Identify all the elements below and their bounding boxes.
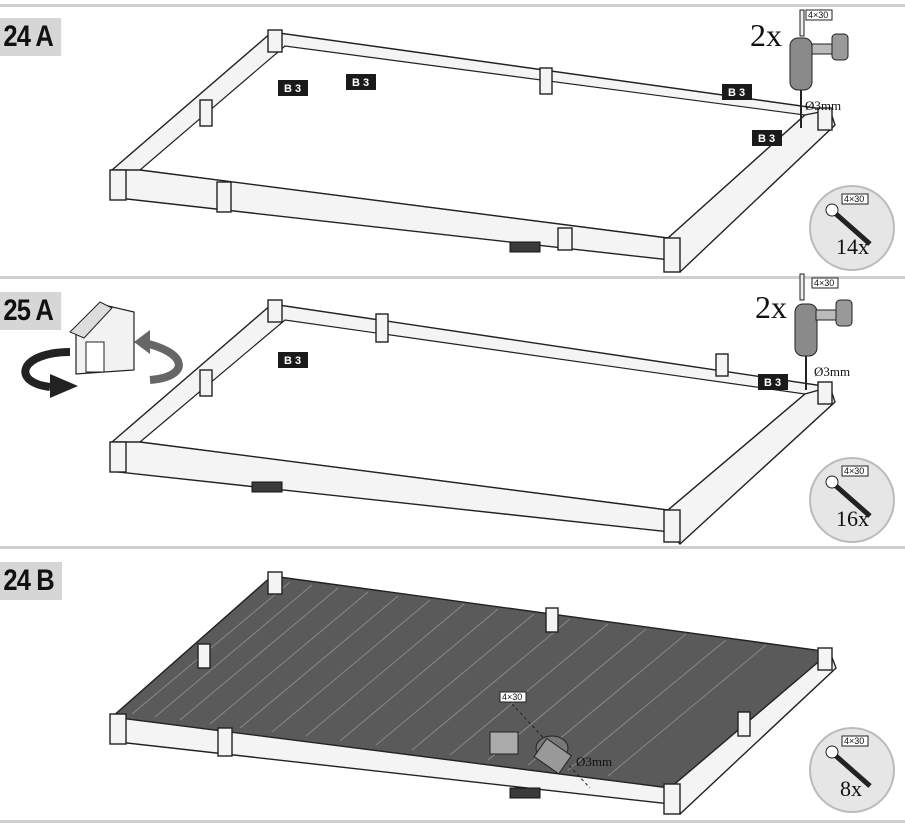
svg-text:B 3: B 3 xyxy=(284,83,301,95)
svg-text:B 3: B 3 xyxy=(284,355,301,367)
svg-text:16x: 16x xyxy=(836,506,869,531)
screw-count-badge: 4×30 16x xyxy=(809,457,895,543)
b3-label: B 3 xyxy=(722,84,752,100)
b3-label: B 3 xyxy=(278,80,308,96)
svg-text:4×30: 4×30 xyxy=(502,692,522,702)
assembly-illustration: B 3 B 3 4×30 2x Ø3mm 4×30 16x xyxy=(21,273,895,546)
cordless-drill-icon: 4×30 xyxy=(794,273,853,390)
step-panel-24b: 24 B xyxy=(0,552,905,818)
screw-icon xyxy=(825,745,872,788)
base-frame xyxy=(109,299,836,546)
svg-text:4×30: 4×30 xyxy=(808,10,828,20)
bottom-rule xyxy=(0,820,905,823)
base-frame xyxy=(109,29,836,274)
multiplier-label: 2x xyxy=(750,17,782,53)
svg-text:14x: 14x xyxy=(836,234,869,259)
screw-icon xyxy=(825,203,872,246)
screw-count-badge: 4×30 8x xyxy=(809,727,895,813)
screw-icon xyxy=(825,475,872,518)
cordless-drill-icon xyxy=(489,731,573,775)
screw-count-badge: 4×30 14x xyxy=(809,185,895,271)
svg-text:B 3: B 3 xyxy=(764,377,781,389)
assembly-illustration: 4×30 Ø3mm 4×30 8x xyxy=(109,571,895,815)
svg-text:4×30: 4×30 xyxy=(844,736,864,746)
svg-text:B 3: B 3 xyxy=(758,133,775,145)
step-panel-25a: 25 A B 3 xyxy=(0,273,905,546)
step-number: 25 A xyxy=(0,292,62,330)
svg-text:4×30: 4×30 xyxy=(844,194,864,204)
svg-text:4×30: 4×30 xyxy=(814,278,834,288)
multiplier-label: 2x xyxy=(755,289,787,325)
drill-diameter: Ø3mm xyxy=(805,98,841,113)
base-frame xyxy=(109,571,837,815)
divider-1 xyxy=(0,276,905,279)
step-panel-24a: 24 A B 3 B 3 B xyxy=(0,9,905,274)
step-number: 24 B xyxy=(0,562,63,600)
drill-diameter: Ø3mm xyxy=(576,754,612,769)
assembly-illustration: B 3 B 3 B 3 B 3 4×30 2x Ø3mm xyxy=(109,9,895,274)
divider-2 xyxy=(0,546,905,549)
b3-label: B 3 xyxy=(752,130,782,146)
b3-label: B 3 xyxy=(758,374,788,390)
svg-text:B 3: B 3 xyxy=(352,77,369,89)
b3-label: B 3 xyxy=(278,352,308,368)
rotate-arrows-icon xyxy=(21,330,183,398)
svg-text:B 3: B 3 xyxy=(728,87,745,99)
b3-label: B 3 xyxy=(346,74,376,90)
shed-icon xyxy=(69,301,135,375)
drill-diameter: Ø3mm xyxy=(814,364,850,379)
step-number: 24 A xyxy=(0,18,62,56)
svg-text:8x: 8x xyxy=(840,776,862,801)
top-rule xyxy=(0,4,905,7)
screw-icon: 4×30 xyxy=(499,691,591,789)
svg-text:4×30: 4×30 xyxy=(844,466,864,476)
cordless-drill-icon: 4×30 xyxy=(789,9,849,128)
